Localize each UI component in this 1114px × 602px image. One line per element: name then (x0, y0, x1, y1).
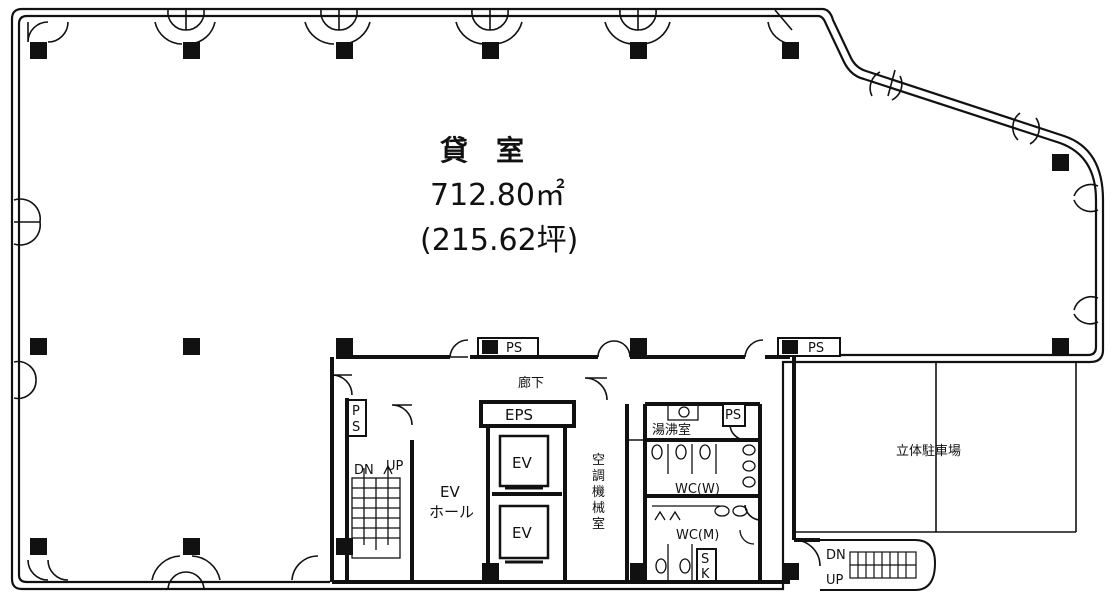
column (782, 42, 799, 59)
column (336, 42, 353, 59)
wc-men-label: WC(M) (676, 528, 719, 543)
ps-label-vertical-top: P (352, 404, 360, 419)
elevator-doors (505, 486, 543, 564)
main-room-area: 712.80㎡ (430, 178, 565, 213)
parking-label: 立体駐車場 (896, 444, 961, 459)
column (183, 338, 200, 355)
door-swings (13, 9, 1099, 591)
exterior-stair (820, 539, 937, 591)
ac-room-char: 空 (592, 453, 605, 468)
column (1052, 338, 1069, 355)
exterior-wall-inner-left (17, 14, 330, 584)
ac-room-char: 械 (592, 501, 605, 516)
column (30, 42, 47, 59)
columns (30, 42, 1069, 580)
parking-structure (794, 362, 1077, 533)
main-room-tsubo: (215.62坪) (420, 223, 578, 258)
ps-shafts (347, 337, 841, 582)
column (30, 538, 47, 555)
sk-label-bottom: K (701, 567, 710, 582)
elevator-label-2: EV (512, 524, 532, 542)
ac-room-char: 機 (592, 485, 605, 500)
sk-label-top: S (701, 552, 709, 567)
main-room-name: 貸 室 (440, 134, 524, 167)
elevator-cars (498, 434, 550, 560)
column (183, 538, 200, 555)
column (1052, 154, 1069, 171)
column (782, 563, 799, 580)
ps-label-2: PS (808, 341, 824, 356)
ext-stair-up-label: UP (826, 573, 844, 588)
exterior-wall-outer (10, 7, 1105, 591)
exterior-stair-treads (849, 551, 917, 579)
column (630, 563, 647, 580)
ps-label-vertical-bottom: S (352, 420, 360, 435)
stair-up-label: UP (386, 459, 404, 474)
column (336, 538, 353, 555)
wc-women-label: WC(W) (675, 482, 720, 497)
core-walls (330, 355, 820, 584)
column (482, 563, 499, 580)
ac-room-char: 室 (592, 516, 605, 532)
corridor-label: 廊下 (518, 375, 544, 391)
main-stair (351, 464, 401, 559)
elevator-label-1: EV (512, 454, 532, 472)
column (630, 42, 647, 59)
stair-dn-label: DN (354, 463, 374, 478)
ev-hall-label-1: EV (440, 483, 460, 501)
ev-hall-label-2: ホール (429, 503, 474, 521)
wc-fixtures (651, 403, 756, 580)
ps-label-1: PS (506, 341, 522, 356)
column (630, 338, 647, 355)
ps-label-3: PS (725, 408, 741, 423)
column (336, 338, 353, 355)
eps-label: EPS (505, 406, 533, 424)
ext-stair-dn-label: DN (826, 548, 846, 563)
ac-room-label: 空 調 機 械 室 (592, 453, 605, 532)
ac-room-char: 調 (592, 469, 605, 484)
exterior-wall-inner (27, 14, 1098, 357)
kitchenette-label: 湯沸室 (652, 422, 691, 438)
column (30, 338, 47, 355)
column (482, 42, 499, 59)
column (183, 42, 200, 59)
